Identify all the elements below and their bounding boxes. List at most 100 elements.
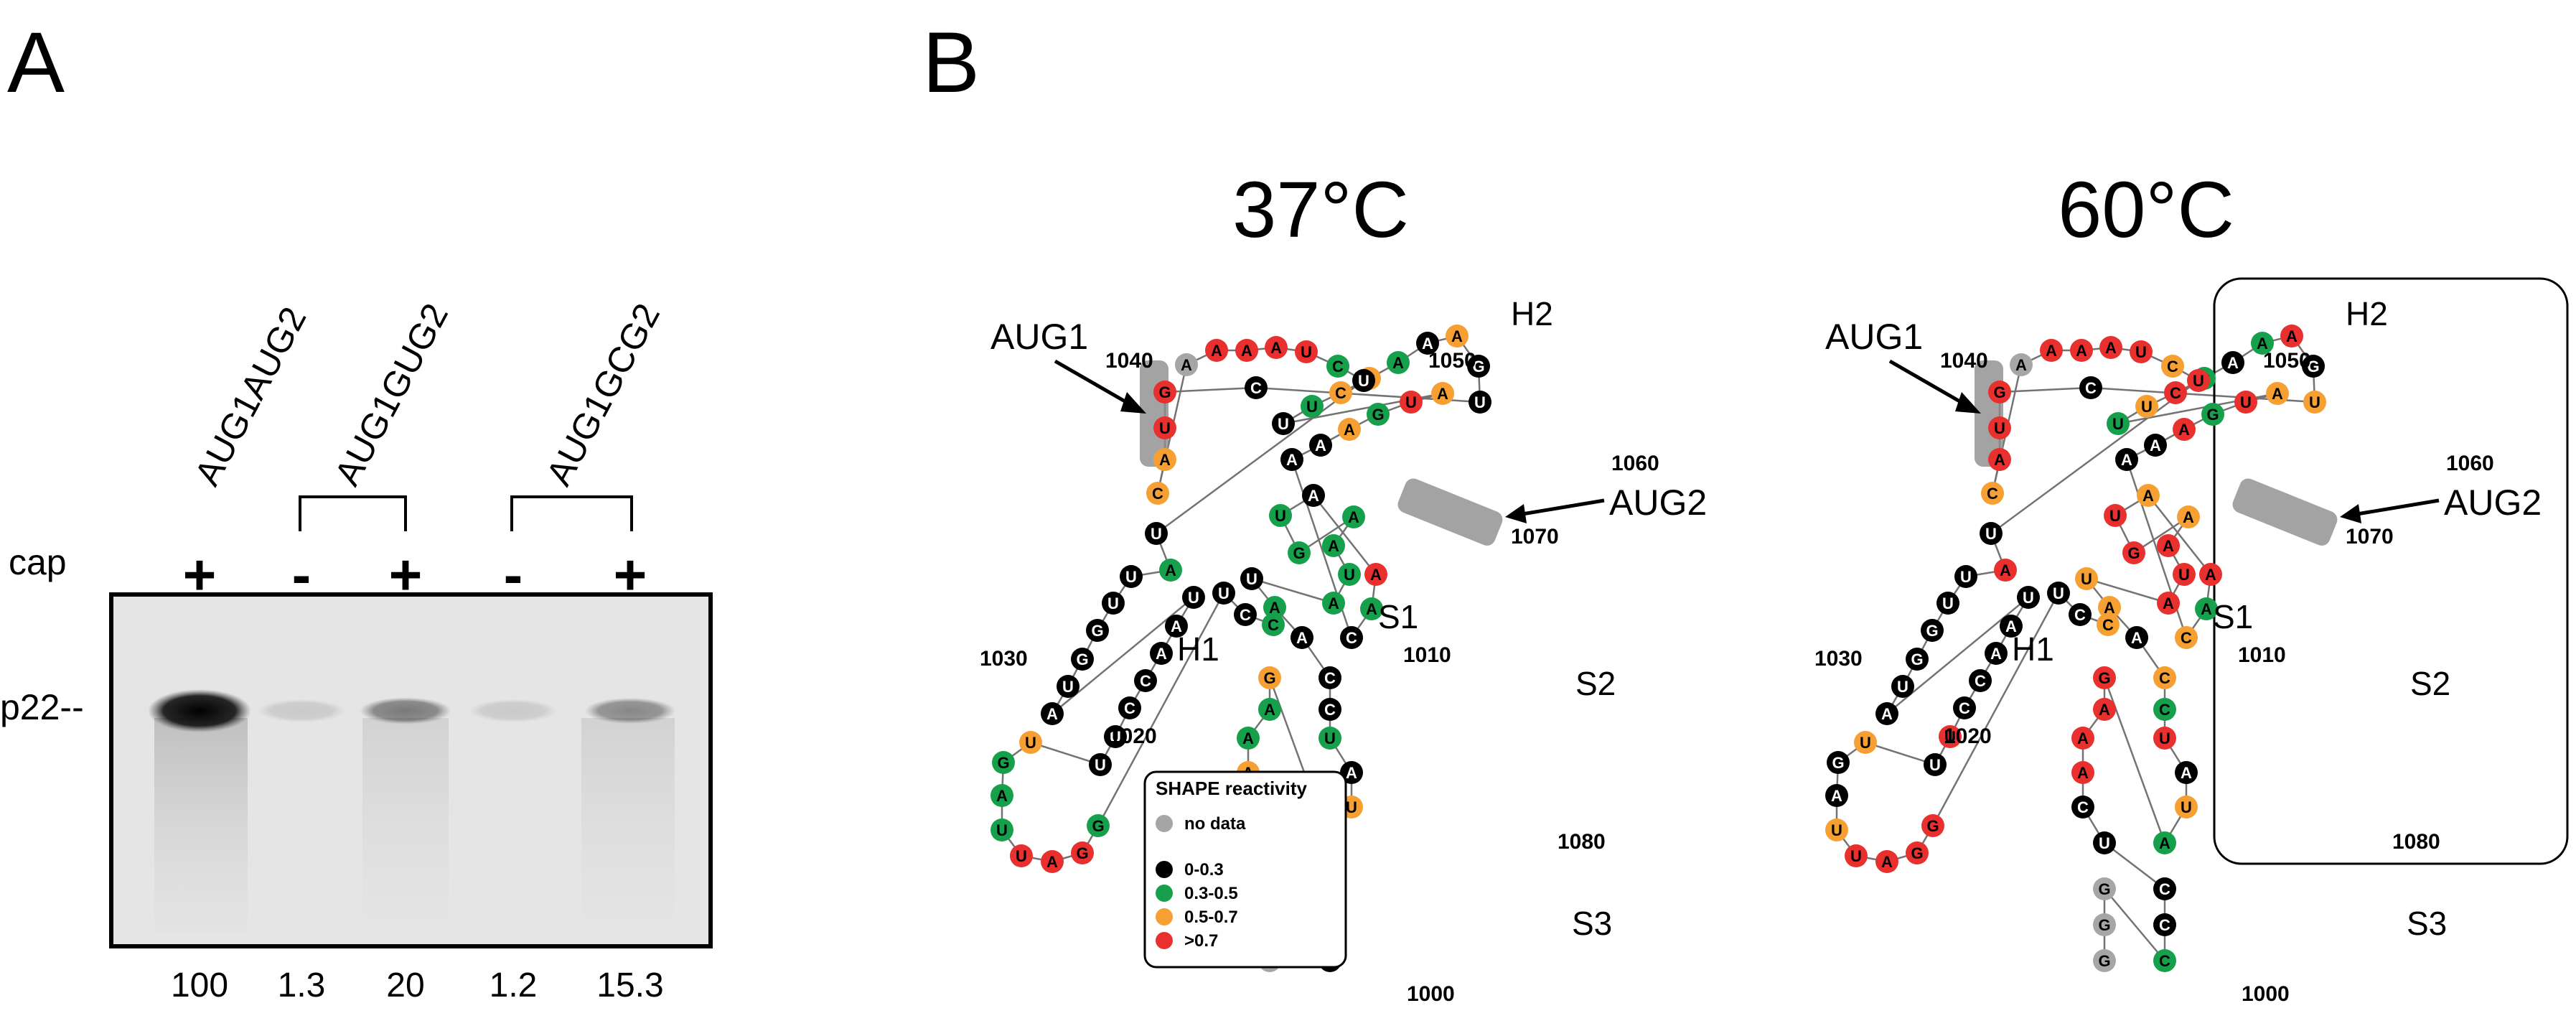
nucleotide-letter: G — [1911, 650, 1923, 668]
nucleotide-letter: U — [1301, 343, 1312, 361]
nucleotide-u: U — [1854, 731, 1877, 754]
nucleotide-u: U — [1120, 565, 1143, 588]
nucleotide-u: U — [1089, 753, 1112, 776]
nucleotide-circle — [1263, 596, 1286, 619]
nucleotide-circle — [2000, 615, 2023, 638]
nucleotide-c: C — [1969, 669, 1992, 692]
lane-smear-1 — [154, 718, 248, 933]
nucleotide-circle — [2153, 949, 2176, 972]
nucleotide-letter: A — [2105, 339, 2117, 357]
pos-1040-37c: 1040 — [1105, 349, 1153, 373]
nucleotide-a: A — [1825, 784, 1848, 807]
nucleotide-circle — [1319, 698, 1341, 721]
nucleotide-letter: G — [1091, 622, 1103, 640]
nucleotide-circle — [1153, 381, 1176, 404]
nucleotide-circle — [1360, 597, 1383, 620]
nucleotide-letter: U — [1218, 584, 1230, 602]
nucleotide-letter: A — [1296, 629, 1308, 647]
nucleotide-circle — [1240, 567, 1263, 590]
nucleotide-letter: U — [1246, 570, 1257, 588]
nucleotide-circle — [2075, 567, 2098, 590]
nucleotide-c: C — [1134, 669, 1157, 692]
nucleotide-letter: U — [2141, 398, 2153, 416]
nucleotide-letter: U — [1324, 729, 1336, 747]
gel-band-lane-5 — [584, 697, 676, 724]
structure-37c: GGGCCCUCAAAGAUAUCCAAUAUAAGUAAACAAAGUAUUC… — [980, 295, 1707, 1006]
nucleotide-letter: C — [1335, 384, 1346, 402]
nucleotide-letter: A — [996, 787, 1008, 805]
nucleotide-letter: A — [2046, 342, 2057, 360]
nucleotide-circle — [2071, 761, 2094, 784]
nucleotide-a: A — [1338, 418, 1361, 441]
nucleotide-g: G — [1467, 355, 1490, 378]
nucleotide-c: C — [1262, 613, 1285, 636]
nucleotide-u: U — [2093, 831, 2116, 854]
nucleotide-circle — [1467, 355, 1490, 378]
nucleotide-a: A — [2221, 351, 2244, 374]
aug1-label-60c: AUG1 — [1825, 317, 1923, 357]
nucleotide-circle — [1102, 592, 1125, 615]
nucleotide-letter: G — [1911, 844, 1923, 862]
nucleotide-a: A — [1205, 339, 1228, 362]
nucleotide-a: A — [1988, 448, 2011, 471]
nucleotide-circle — [2079, 376, 2102, 399]
nucleotide-circle — [2153, 666, 2176, 689]
nucleotide-a: A — [2093, 698, 2116, 721]
nucleotide-letter: A — [2131, 629, 2142, 647]
nucleotide-u: U — [2017, 586, 2040, 609]
s2-label-37c: S2 — [1575, 665, 1616, 702]
nucleotide-circle — [2153, 727, 2176, 750]
nucleotide-letter: U — [1275, 507, 1286, 525]
nucleotide-g: G — [1906, 841, 1929, 864]
nucleotide-letter: A — [2183, 508, 2194, 526]
nucleotide-circle — [2137, 484, 2160, 507]
nucleotide-g: G — [1071, 841, 1094, 864]
nucleotide-c: C — [2153, 666, 2176, 689]
nucleotide-u: U — [1845, 844, 1868, 867]
nucleotide-circle — [992, 751, 1015, 774]
nucleotide-u: U — [2104, 504, 2127, 527]
nucleotide-u: U — [1153, 416, 1176, 439]
nucleotide-circle — [1150, 642, 1173, 665]
nucleotide-a: A — [2098, 596, 2121, 619]
nucleotide-circle — [1245, 376, 1268, 399]
nucleotide-a: A — [2144, 434, 2167, 457]
nucleotide-letter: A — [2142, 487, 2154, 505]
nucleotide-u: U — [1301, 395, 1324, 418]
lane-labels: AUG1AUG2 AUG1GUG2 AUG1GCG2 — [187, 297, 668, 493]
nucleotide-circle — [2069, 603, 2092, 626]
nucleotide-a: A — [1291, 626, 1313, 649]
nucleotide-letter: U — [1062, 678, 1074, 696]
aug1-arrow-60c — [1888, 359, 1972, 410]
quant-3: 20 — [386, 966, 424, 1004]
nucleotide-circle — [2153, 698, 2176, 721]
nucleotide-circle — [1086, 619, 1109, 642]
nucleotide-a: A — [1322, 592, 1345, 615]
nucleotide-letter: G — [1263, 669, 1275, 687]
nucleotide-circle — [2093, 877, 2116, 900]
pos-1030-37c: 1030 — [980, 647, 1028, 671]
aug1-label-37c: AUG1 — [990, 317, 1088, 357]
nucleotide-u: U — [1469, 391, 1491, 414]
pos-1000-60c: 1000 — [2242, 982, 2290, 1006]
nucleotide-letter: C — [1975, 672, 1986, 690]
nucleotide-a: A — [1431, 382, 1454, 405]
nucleotide-letter: C — [2159, 669, 2170, 687]
nucleotide-letter: A — [2227, 354, 2239, 372]
legend-swatch-mid — [1156, 885, 1173, 902]
nucleotide-u: U — [2153, 727, 2176, 750]
nucleotide-a: A — [1263, 596, 1286, 619]
nucleotide-letter: U — [2181, 798, 2192, 816]
nucleotide-letter: U — [2309, 393, 2320, 411]
nucleotide-g: G — [1906, 648, 1929, 671]
nucleotide-a: A — [1265, 336, 1288, 359]
nucleotide-letter: U — [2178, 566, 2190, 584]
nucleotide-letter: A — [2178, 421, 2190, 439]
nucleotide-letter: C — [2159, 880, 2170, 898]
nucleotide-circle — [1322, 534, 1345, 557]
nucleotide-letter: U — [2081, 570, 2092, 588]
nucleotide-letter: G — [1076, 844, 1088, 862]
nucleotide-g: G — [1827, 751, 1850, 774]
nucleotide-letter: A — [1315, 437, 1326, 454]
nucleotide-circle — [1212, 582, 1235, 605]
